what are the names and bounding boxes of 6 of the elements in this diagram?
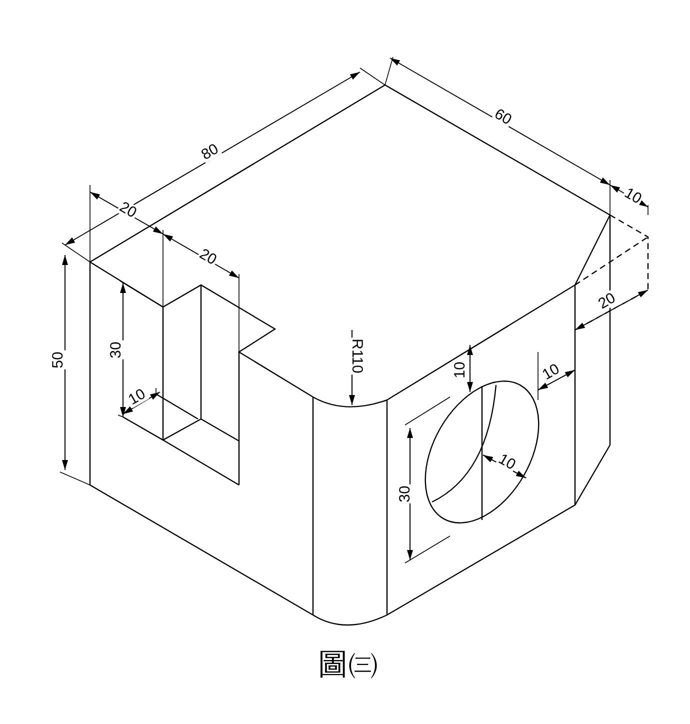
dimension-text: 10 (452, 360, 468, 380)
dimension-text: 30 (108, 340, 124, 360)
figure-caption: 圖㈢ (318, 650, 378, 680)
dimension-text: 50 (50, 350, 66, 370)
dimension-text: 30 (398, 484, 412, 504)
dimension-text: R110 (350, 338, 364, 374)
